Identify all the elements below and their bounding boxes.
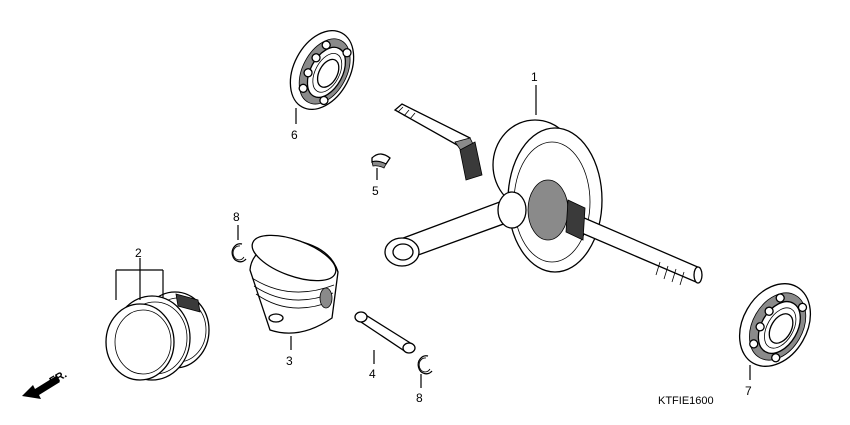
callout-2: 2 [135, 246, 142, 260]
direction-marker-text: FR. [48, 368, 69, 387]
forward-arrow-icon [22, 376, 60, 399]
callout-8-left: 8 [233, 210, 240, 224]
diagram-code: KTFIE1600 [658, 395, 714, 407]
callout-1: 1 [531, 70, 538, 84]
woodruff-key [371, 153, 391, 169]
callout-8-right: 8 [416, 391, 423, 405]
piston-pin-clip-right [417, 355, 433, 375]
piston-ring-set [105, 291, 210, 381]
piston [249, 234, 339, 334]
bearing-lower [738, 283, 812, 367]
piston-pin [354, 311, 416, 354]
piston-pin-clip-left [231, 243, 247, 263]
callout-4: 4 [369, 367, 376, 381]
callout-3: 3 [286, 354, 293, 368]
callout-7: 7 [745, 384, 752, 398]
bearing-upper [289, 30, 355, 110]
crankshaft [384, 103, 703, 286]
callout-5: 5 [372, 184, 379, 198]
callout-6: 6 [291, 128, 298, 142]
